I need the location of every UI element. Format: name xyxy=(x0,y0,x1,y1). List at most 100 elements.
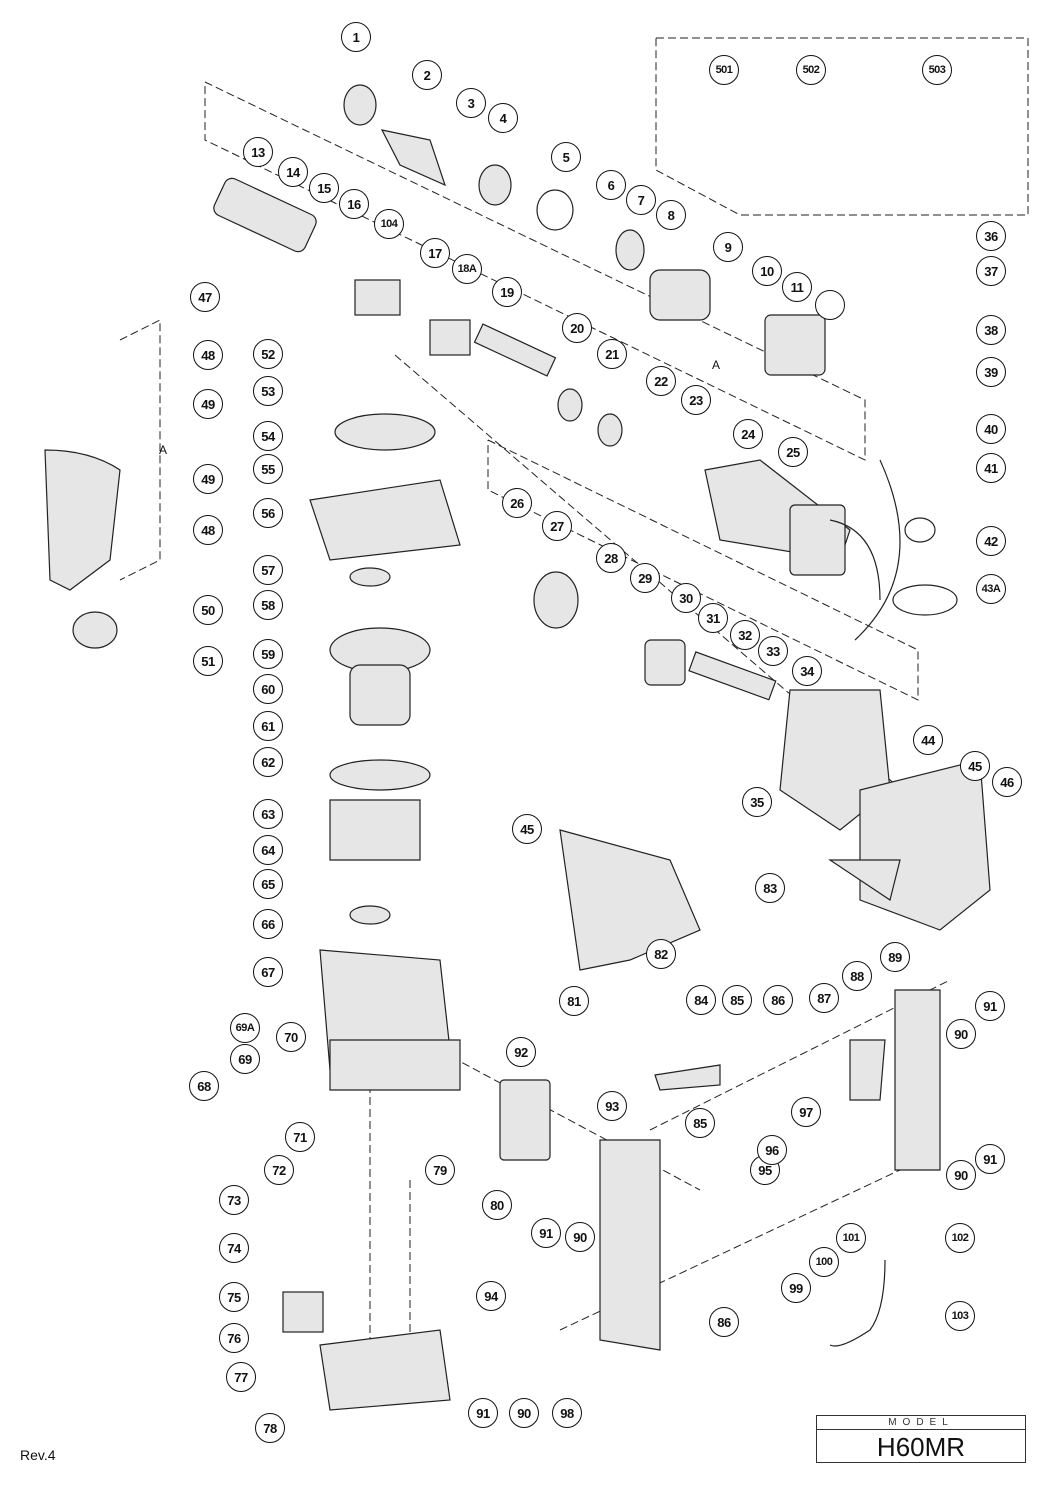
callout-32: 32 xyxy=(730,620,760,650)
callout-102: 102 xyxy=(945,1223,975,1253)
callout-89: 89 xyxy=(880,942,910,972)
callout-91: 91 xyxy=(975,1144,1005,1174)
callout-69A: 69A xyxy=(230,1013,260,1043)
barrel-frame xyxy=(204,81,866,461)
callout-20: 20 xyxy=(562,313,592,343)
callout-10: 10 xyxy=(752,256,782,286)
callout-74: 74 xyxy=(219,1233,249,1263)
callout-51: 51 xyxy=(193,646,223,676)
callout-13: 13 xyxy=(243,137,273,167)
callout-100: 100 xyxy=(809,1247,839,1277)
callout-71: 71 xyxy=(285,1122,315,1152)
callout-40: 40 xyxy=(976,414,1006,444)
callout-54: 54 xyxy=(253,421,283,451)
callout-62: 62 xyxy=(253,747,283,777)
model-name: H60MR xyxy=(876,1432,966,1462)
callout-93: 93 xyxy=(597,1091,627,1121)
callout-63: 63 xyxy=(253,799,283,829)
callout-501: 501 xyxy=(709,55,739,85)
callout-43A: 43A xyxy=(976,574,1006,604)
callout-37: 37 xyxy=(976,256,1006,286)
callout-27: 27 xyxy=(542,511,572,541)
callout-42: 42 xyxy=(976,526,1006,556)
callout-85: 85 xyxy=(685,1108,715,1138)
callout-19: 19 xyxy=(492,277,522,307)
callout-blank xyxy=(815,290,845,320)
callout-99: 99 xyxy=(781,1273,811,1303)
callout-91: 91 xyxy=(975,991,1005,1021)
callout-97: 97 xyxy=(791,1097,821,1127)
callout-503: 503 xyxy=(922,55,952,85)
callout-90: 90 xyxy=(946,1019,976,1049)
callout-86: 86 xyxy=(763,985,793,1015)
callout-55: 55 xyxy=(253,454,283,484)
callout-24: 24 xyxy=(733,419,763,449)
callout-35: 35 xyxy=(742,787,772,817)
callout-3: 3 xyxy=(456,88,486,118)
callout-87: 87 xyxy=(809,983,839,1013)
part-2 xyxy=(380,129,446,187)
callout-96: 96 xyxy=(757,1135,787,1165)
callout-82: 82 xyxy=(646,939,676,969)
callout-65: 65 xyxy=(253,869,283,899)
callout-94: 94 xyxy=(476,1281,506,1311)
callout-72: 72 xyxy=(264,1155,294,1185)
callout-86: 86 xyxy=(709,1307,739,1337)
callout-53: 53 xyxy=(253,376,283,406)
callout-76: 76 xyxy=(219,1323,249,1353)
callout-45: 45 xyxy=(512,814,542,844)
callout-38: 38 xyxy=(976,315,1006,345)
callout-64: 64 xyxy=(253,835,283,865)
callout-9: 9 xyxy=(713,232,743,262)
callout-502: 502 xyxy=(796,55,826,85)
callout-50: 50 xyxy=(193,595,223,625)
callout-61: 61 xyxy=(253,711,283,741)
callout-60: 60 xyxy=(253,674,283,704)
callout-48: 48 xyxy=(193,340,223,370)
callout-103: 103 xyxy=(945,1301,975,1331)
reference-marker: A xyxy=(159,443,168,457)
callout-49: 49 xyxy=(193,389,223,419)
callout-48: 48 xyxy=(193,515,223,545)
callout-101: 101 xyxy=(836,1223,866,1253)
callout-91: 91 xyxy=(468,1398,498,1428)
callout-90: 90 xyxy=(509,1398,539,1428)
callout-5: 5 xyxy=(551,142,581,172)
callout-29: 29 xyxy=(630,563,660,593)
callout-26: 26 xyxy=(502,488,532,518)
callout-104: 104 xyxy=(374,209,404,239)
callout-81: 81 xyxy=(559,986,589,1016)
callout-34: 34 xyxy=(792,656,822,686)
callout-98: 98 xyxy=(552,1398,582,1428)
callout-39: 39 xyxy=(976,357,1006,387)
callout-8: 8 xyxy=(656,200,686,230)
cylinder-frame xyxy=(487,439,919,701)
callout-23: 23 xyxy=(681,385,711,415)
model-caption: MODEL xyxy=(817,1416,1025,1430)
callout-18A: 18A xyxy=(452,254,482,284)
callout-58: 58 xyxy=(253,590,283,620)
callout-79: 79 xyxy=(425,1155,455,1185)
callout-90: 90 xyxy=(565,1222,595,1252)
callout-52: 52 xyxy=(253,339,283,369)
callout-68: 68 xyxy=(189,1071,219,1101)
grip-frame xyxy=(119,319,161,581)
callout-69: 69 xyxy=(230,1044,260,1074)
callout-16: 16 xyxy=(339,189,369,219)
callout-41: 41 xyxy=(976,453,1006,483)
callout-36: 36 xyxy=(976,221,1006,251)
callout-17: 17 xyxy=(420,238,450,268)
callout-56: 56 xyxy=(253,498,283,528)
power-cord xyxy=(829,1259,886,1347)
callout-21: 21 xyxy=(597,339,627,369)
callout-28: 28 xyxy=(596,543,626,573)
accessory-frame xyxy=(655,37,1029,216)
callout-59: 59 xyxy=(253,639,283,669)
callout-22: 22 xyxy=(646,366,676,396)
callout-90: 90 xyxy=(946,1160,976,1190)
callout-80: 80 xyxy=(482,1190,512,1220)
model-box: MODEL H60MR xyxy=(816,1415,1026,1463)
callout-83: 83 xyxy=(755,873,785,903)
callout-78: 78 xyxy=(255,1413,285,1443)
callout-11: 11 xyxy=(782,272,812,302)
